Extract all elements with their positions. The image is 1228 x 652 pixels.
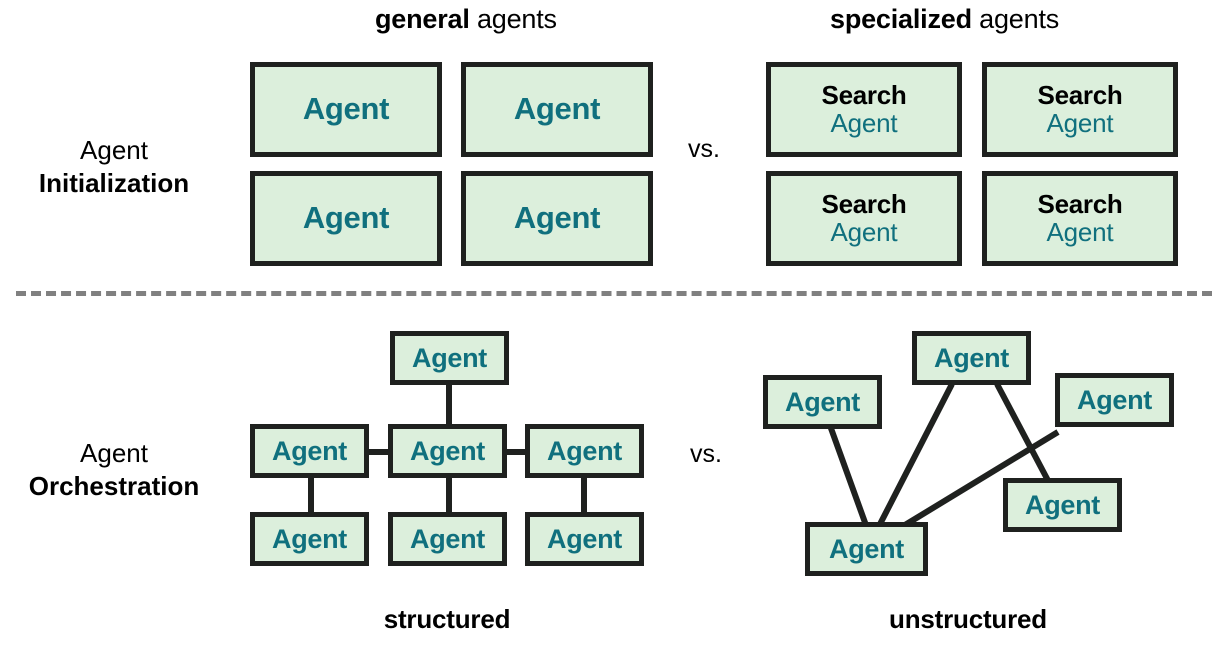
column-heading-general-bold: general <box>375 4 470 34</box>
structured-node-leaf-right[interactable]: Agent <box>525 512 644 566</box>
row-label-orchestration-line2: Orchestration <box>28 470 200 501</box>
specialized-agent-subtitle: Agent <box>830 108 898 138</box>
edge-mid-left-to-mid-center <box>368 449 393 455</box>
unstructured-node-hub[interactable]: Agent <box>805 522 928 576</box>
row-label-orchestration-line1: Agent <box>80 438 148 468</box>
agent-label: Agent <box>272 435 347 466</box>
structured-node-root[interactable]: Agent <box>390 331 509 385</box>
unstructured-node-top[interactable]: Agent <box>912 331 1031 385</box>
agent-label: Agent <box>513 91 601 127</box>
agent-label: Agent <box>410 523 485 554</box>
column-heading-general: general agents <box>375 6 557 33</box>
specialized-agent-subtitle: Agent <box>830 217 898 247</box>
section-divider <box>16 291 1212 296</box>
agent-label: Agent <box>410 435 485 466</box>
row-label-agent-orchestration: Agent Orchestration <box>0 437 228 502</box>
versus-label-orchestration: vs. <box>690 440 722 468</box>
agent-label: Agent <box>412 342 487 373</box>
versus-label-initialization: vs. <box>688 135 720 163</box>
structured-node-mid-center[interactable]: Agent <box>388 424 507 478</box>
specialized-agent-title: Search <box>1037 79 1123 110</box>
agent-label: Agent <box>547 523 622 554</box>
agent-label: Agent <box>513 200 601 236</box>
specialized-agent-title: Search <box>821 79 907 110</box>
specialized-agent-title: Search <box>821 188 907 219</box>
agent-label: Agent <box>829 533 904 564</box>
structured-node-mid-left[interactable]: Agent <box>250 424 369 478</box>
specialized-agent-title: Search <box>1037 188 1123 219</box>
agent-label: Agent <box>1025 489 1100 520</box>
edge-mid-left-to-leaf-left <box>308 472 314 517</box>
structured-node-leaf-left[interactable]: Agent <box>250 512 369 566</box>
agent-label: Agent <box>1077 384 1152 415</box>
edge-mid-center-to-leaf-center <box>446 472 452 517</box>
specialized-agent-box-1[interactable]: Search Agent <box>766 62 962 157</box>
edge-mid-center-to-mid-right <box>504 449 529 455</box>
specialized-agent-subtitle: Agent <box>1046 217 1114 247</box>
unstructured-node-left[interactable]: Agent <box>763 375 882 429</box>
agent-label: Agent <box>272 523 347 554</box>
agent-label: Agent <box>547 435 622 466</box>
edge-left-to-hub <box>825 418 870 530</box>
column-heading-general-regular: agents <box>469 4 557 34</box>
specialized-agent-box-3[interactable]: Search Agent <box>766 171 962 266</box>
edge-top-to-lower-right <box>994 382 1056 492</box>
agent-label: Agent <box>302 91 390 127</box>
specialized-agent-box-4[interactable]: Search Agent <box>982 171 1178 266</box>
edge-root-to-mid-center <box>446 380 452 430</box>
specialized-agent-subtitle: Agent <box>1046 108 1114 138</box>
unstructured-node-lower-right[interactable]: Agent <box>1003 478 1122 532</box>
agent-label: Agent <box>785 386 860 417</box>
edge-mid-right-to-leaf-right <box>581 472 587 517</box>
structured-node-mid-right[interactable]: Agent <box>525 424 644 478</box>
general-agent-box-1[interactable]: Agent <box>250 62 442 157</box>
column-heading-specialized: specialized agents <box>830 6 1059 33</box>
unstructured-node-right[interactable]: Agent <box>1055 373 1174 427</box>
column-heading-specialized-regular: agents <box>971 4 1060 34</box>
bottom-label-unstructured: unstructured <box>889 604 1047 634</box>
edge-top-to-hub <box>875 382 955 530</box>
agent-label: Agent <box>934 342 1009 373</box>
general-agent-box-3[interactable]: Agent <box>250 171 442 266</box>
bottom-label-structured: structured <box>383 604 511 634</box>
specialized-agent-box-2[interactable]: Search Agent <box>982 62 1178 157</box>
row-label-agent-initialization: Agent Initialization <box>0 134 228 199</box>
agent-label: Agent <box>302 200 390 236</box>
general-agent-box-2[interactable]: Agent <box>461 62 653 157</box>
general-agent-box-4[interactable]: Agent <box>461 171 653 266</box>
row-label-initialization-line1: Agent <box>80 135 148 165</box>
column-heading-specialized-bold: specialized <box>830 4 972 34</box>
structured-node-leaf-center[interactable]: Agent <box>388 512 507 566</box>
row-label-initialization-line2: Initialization <box>38 167 190 198</box>
